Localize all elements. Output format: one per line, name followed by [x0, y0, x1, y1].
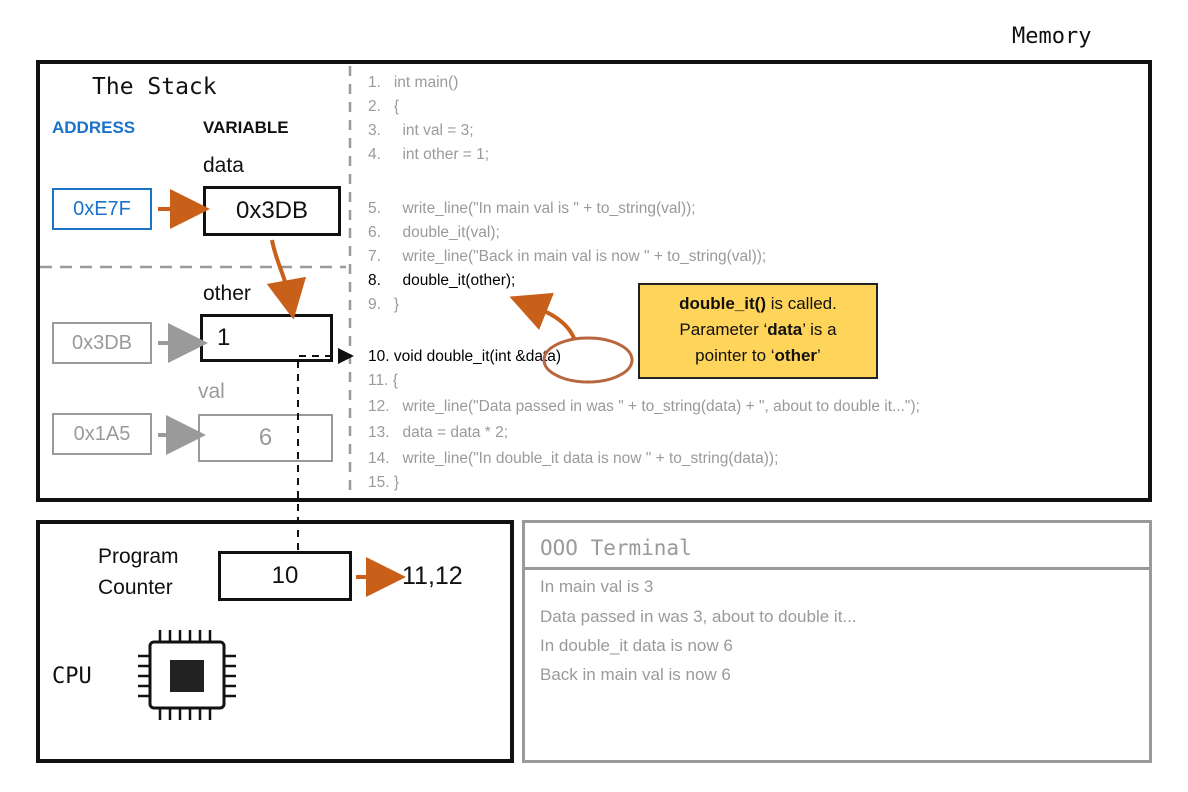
program-counter-label-line1: Program	[98, 545, 179, 568]
next-lines-label: 11,12	[402, 562, 463, 590]
memory-panel	[36, 60, 1152, 502]
code-line-7: 7. write_line("Back in main val is now "…	[368, 248, 767, 265]
arrow-param-to-call	[509, 292, 576, 339]
code-line-8: 8. double_it(other);	[368, 272, 516, 289]
cpu-chip-icon	[138, 630, 236, 720]
terminal-line-3: In double_it data is now 6	[540, 636, 733, 655]
code-line-9: 9. }	[368, 296, 400, 313]
program-counter-value: 10	[218, 551, 352, 601]
address-box-other: 0x3DB	[52, 322, 152, 364]
code-line-3: 3. int val = 3;	[368, 122, 474, 139]
memory-title: Memory	[1012, 24, 1092, 49]
code-line-12: 12. write_line("Data passed in was " + t…	[368, 398, 920, 415]
cpu-label: CPU	[52, 664, 92, 689]
highlight-circle	[542, 336, 634, 384]
code-line-15: 15. }	[368, 474, 400, 491]
code-line-10: 10. void double_it(int &data)	[368, 348, 562, 365]
arrow-pc-to-code	[297, 348, 354, 550]
terminal-panel	[522, 520, 1152, 763]
terminal-title: OOO Terminal	[540, 536, 692, 560]
callout-note: double_it() is called. Parameter ‘data’ …	[638, 283, 878, 379]
program-counter-label-line2: Counter	[98, 576, 173, 599]
code-line-13: 13. data = data * 2;	[368, 424, 509, 441]
code-line-2: 2. {	[368, 98, 400, 115]
terminal-line-4: Back in main val is now 6	[540, 665, 731, 684]
terminal-title-bar	[525, 523, 1149, 570]
code-line-4: 4. int other = 1;	[368, 146, 490, 163]
variable-name-val: val	[198, 380, 225, 403]
code-line-11: 11. {	[368, 372, 398, 389]
terminal-line-1: In main val is 3	[540, 577, 654, 596]
address-box-val: 0x1A5	[52, 413, 152, 455]
address-box-data: 0xE7F	[52, 188, 152, 230]
stack-title: The Stack	[92, 74, 217, 100]
code-line-1: 1. int main()	[368, 74, 459, 91]
arrow-pointer-data-to-other	[266, 239, 307, 320]
code-line-5: 5. write_line("In main val is " + to_str…	[368, 200, 696, 217]
code-line-6: 6. double_it(val);	[368, 224, 500, 241]
code-line-14: 14. write_line("In double_it data is now…	[368, 450, 779, 467]
variable-header: VARIABLE	[203, 118, 289, 137]
address-header: ADDRESS	[52, 118, 136, 137]
terminal-line-2: Data passed in was 3, about to double it…	[540, 607, 857, 626]
variable-name-data: data	[203, 154, 244, 177]
cpu-panel	[36, 520, 514, 763]
variable-name-other: other	[203, 282, 251, 305]
